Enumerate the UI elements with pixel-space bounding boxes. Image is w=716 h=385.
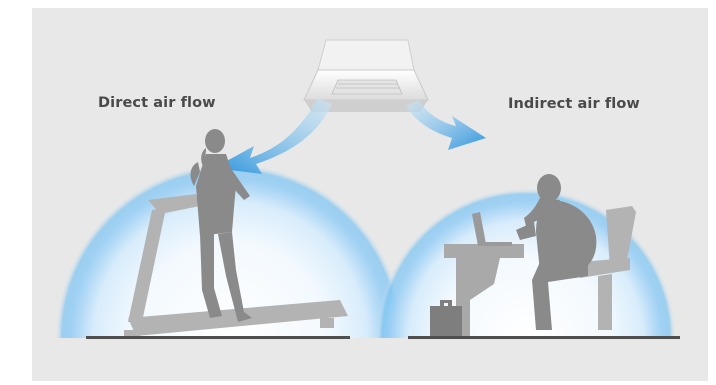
- indirect-air-flow-label: Indirect air flow: [508, 96, 640, 112]
- right-floor-line: [408, 336, 680, 339]
- curved-arrow-down-left-icon: [214, 98, 332, 174]
- direct-air-flow-label: Direct air flow: [98, 95, 216, 111]
- left-floor-line: [86, 336, 350, 339]
- curved-arrow-down-right-icon: [406, 100, 486, 150]
